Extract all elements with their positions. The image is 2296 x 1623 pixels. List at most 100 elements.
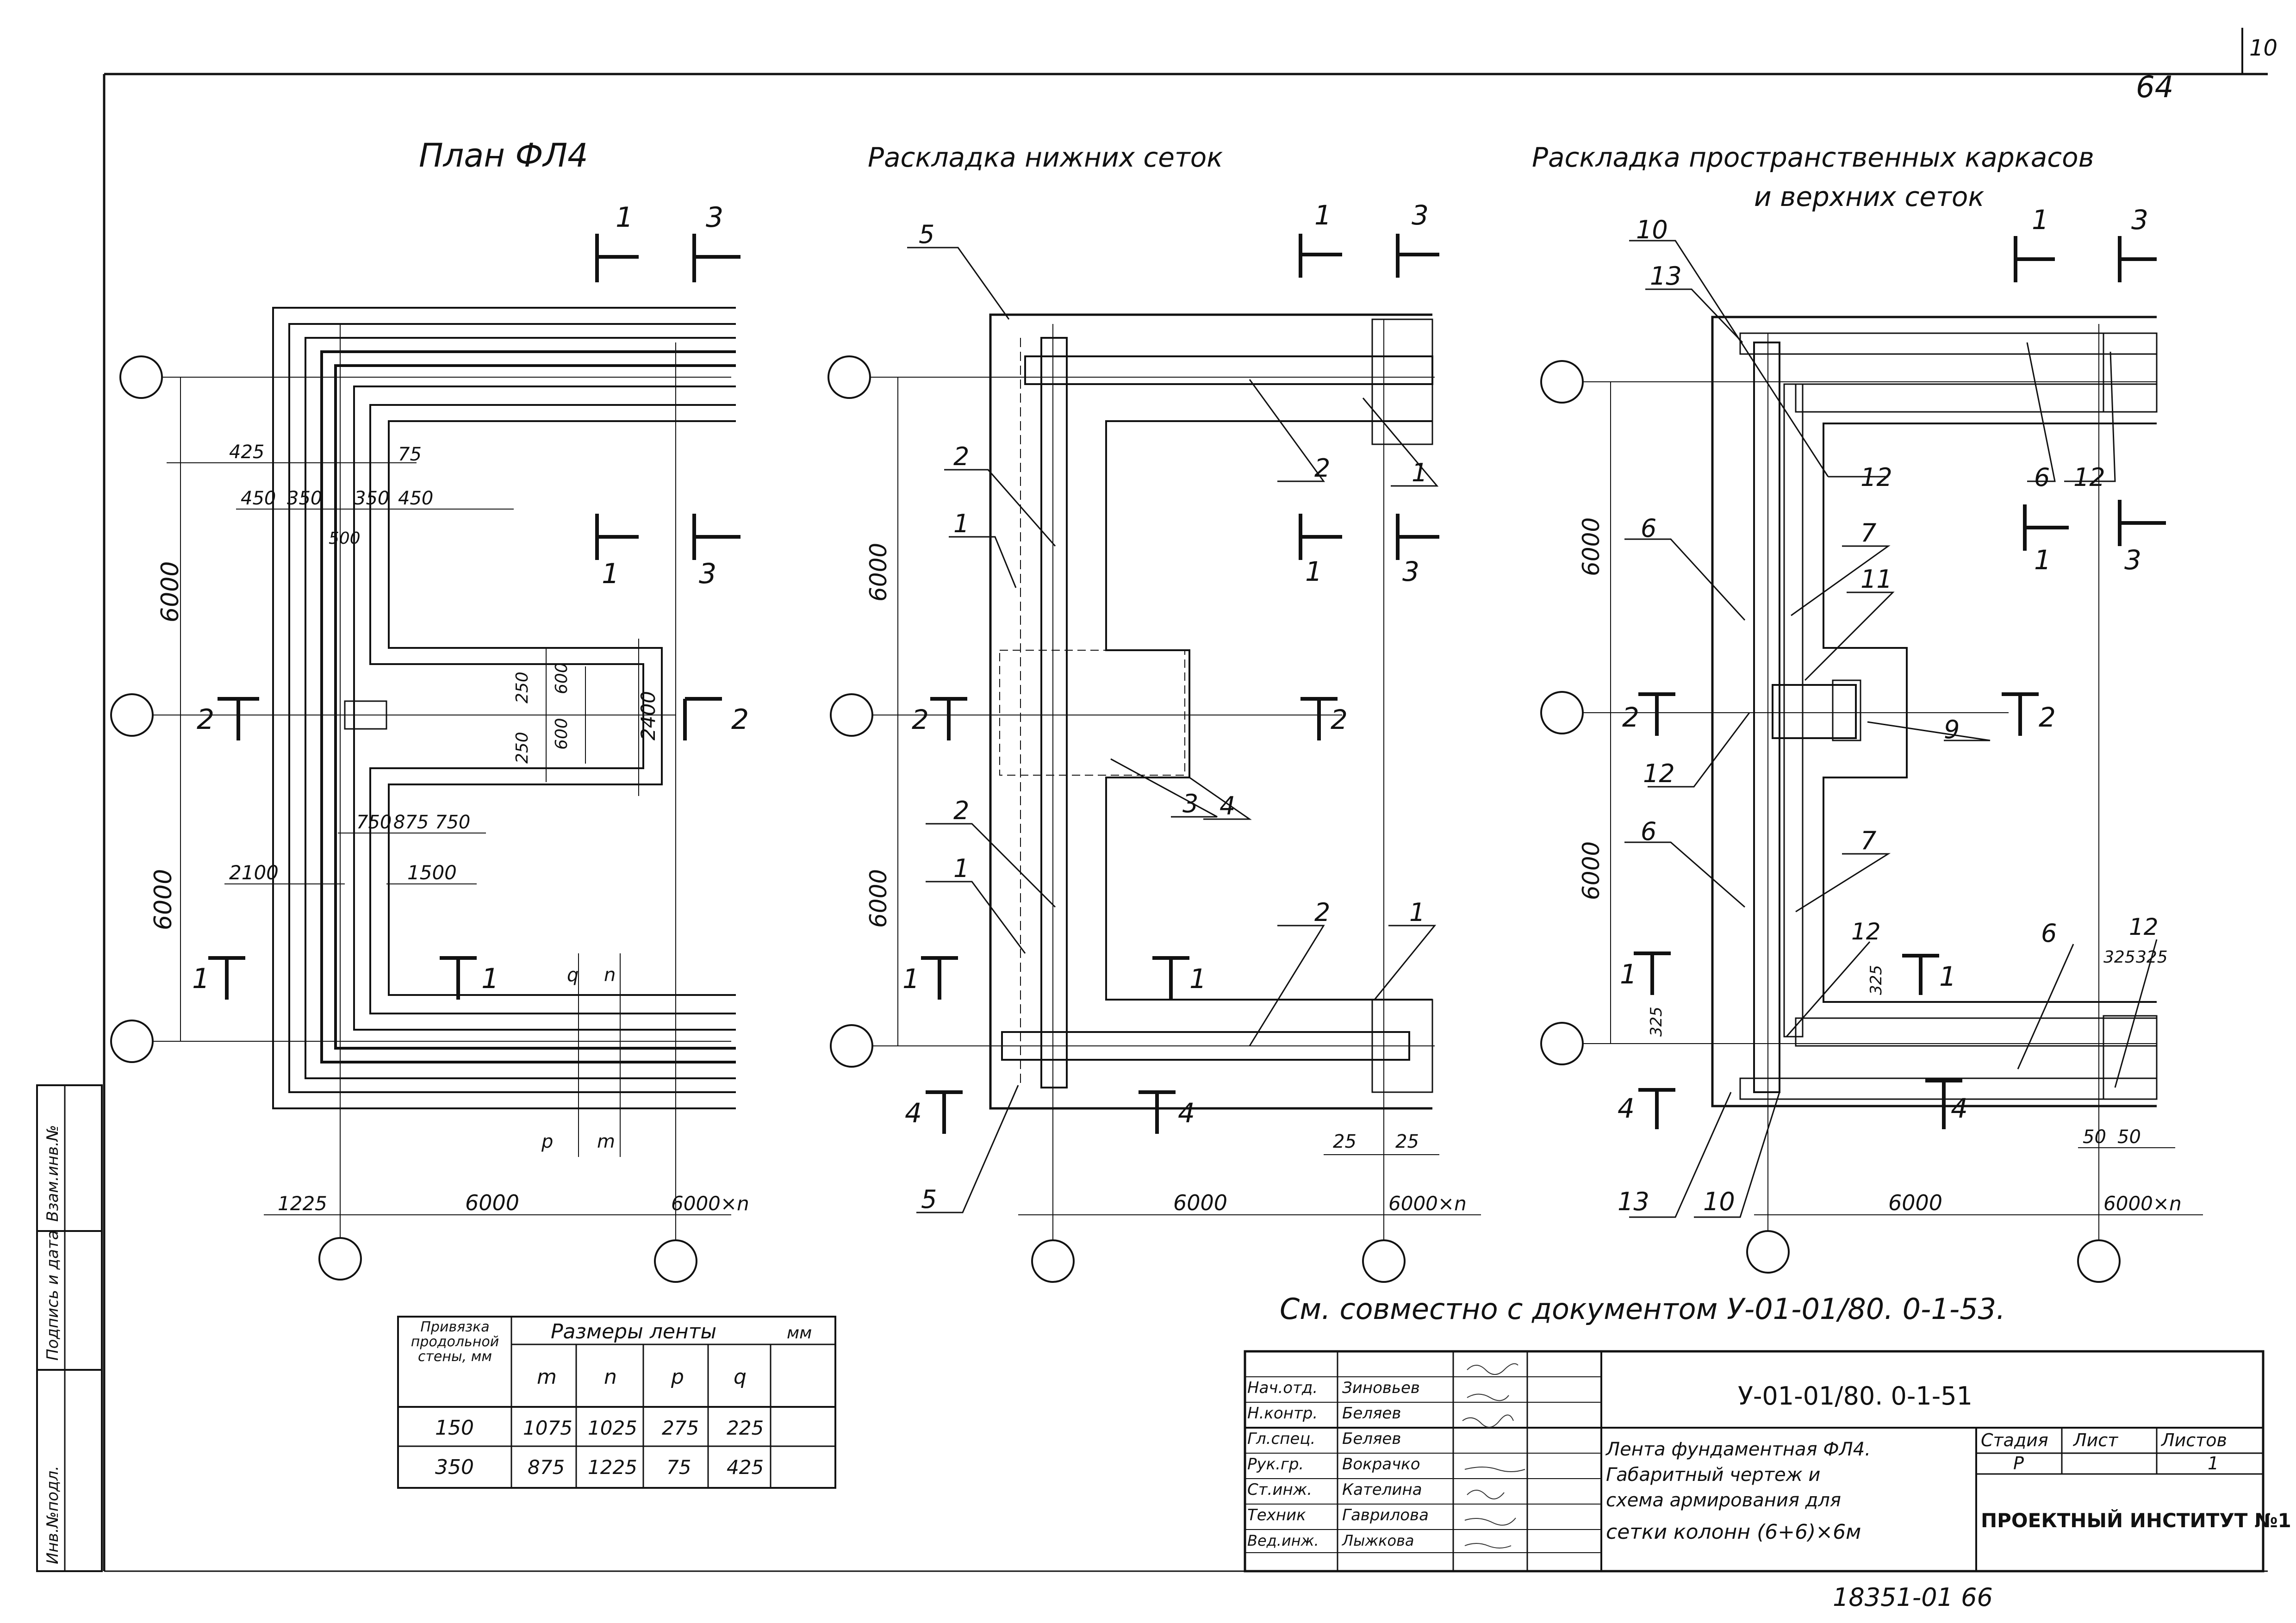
svg-text:3: 3: [2124, 544, 2141, 576]
spatial-title-line1: Раскладка пространственных каркасов: [1532, 142, 2094, 173]
description-line-4: сетки колонн (6+6)×6м: [1606, 1520, 1861, 1544]
svg-text:2: 2: [2039, 702, 2056, 733]
svg-text:6000: 6000: [865, 543, 892, 602]
svg-text:13: 13: [1618, 1187, 1649, 1216]
svg-text:1: 1: [1939, 961, 1956, 992]
svg-text:6000: 6000: [1578, 841, 1605, 900]
svg-text:2: 2: [731, 703, 749, 736]
svg-text:3: 3: [706, 201, 723, 234]
svg-text:250: 250: [513, 732, 532, 764]
axis-bubble: [318, 1237, 362, 1281]
svg-text:225: 225: [727, 1417, 764, 1439]
svg-text:7: 7: [1860, 826, 1876, 855]
svg-text:7: 7: [1860, 518, 1876, 547]
signature-marks: [1462, 1363, 1525, 1548]
svg-text:12: 12: [1643, 759, 1675, 788]
svg-text:1: 1: [1620, 958, 1637, 990]
plan-section-labels: 1 3 1 3 2 2 1 1: [192, 201, 749, 995]
svg-text:750: 750: [356, 812, 392, 833]
svg-text:n: n: [604, 964, 616, 986]
svg-text:Беляев: Беляев: [1342, 1430, 1401, 1448]
svg-text:5: 5: [921, 1185, 937, 1214]
svg-text:1: 1: [2208, 1453, 2219, 1474]
svg-text:11: 11: [1860, 565, 1892, 594]
svg-text:2: 2: [1314, 898, 1330, 927]
svg-text:50: 50: [2083, 1126, 2106, 1148]
plan-title: План ФЛ4: [419, 137, 588, 174]
svg-text:1: 1: [602, 558, 619, 590]
page-number: 64: [2136, 70, 2173, 105]
svg-text:1225: 1225: [278, 1192, 327, 1215]
svg-text:Гл.спец.: Гл.спец.: [1247, 1430, 1315, 1448]
svg-text:1225: 1225: [588, 1456, 637, 1479]
svg-text:10: 10: [1703, 1187, 1735, 1216]
spatial-callouts: 10 13 12 6 12 6 7 11 9 12 6 7 12 6 12 13…: [1618, 215, 2159, 1216]
axis-bubble: [119, 355, 163, 399]
bottom-mesh-callouts: 5 2 1 2 1 3 4 2 1 2 1 5: [919, 220, 1427, 1214]
svg-text:4: 4: [1951, 1093, 1968, 1124]
svg-text:25: 25: [1333, 1131, 1356, 1152]
svg-text:6: 6: [1641, 817, 1656, 846]
stamp-replace-inv: Взам.инв.№: [44, 1125, 62, 1222]
svg-text:12: 12: [1860, 463, 1892, 492]
svg-text:2: 2: [953, 796, 969, 825]
svg-text:Рук.гр.: Рук.гр.: [1247, 1455, 1304, 1474]
svg-text:4: 4: [905, 1097, 922, 1129]
svg-text:Вокрачко: Вокрачко: [1342, 1455, 1420, 1474]
svg-text:Ст.инж.: Ст.инж.: [1247, 1480, 1312, 1499]
description-line-1: Лента фундаментная ФЛ4.: [1605, 1439, 1871, 1460]
svg-text:Зиновьев: Зиновьев: [1342, 1379, 1420, 1397]
svg-text:1025: 1025: [588, 1417, 637, 1439]
svg-text:6000: 6000: [156, 561, 184, 622]
svg-text:10: 10: [1636, 215, 1668, 244]
svg-text:6000: 6000: [1578, 517, 1605, 576]
svg-text:4: 4: [1220, 791, 1235, 821]
svg-text:2: 2: [1622, 702, 1639, 733]
svg-text:150: 150: [435, 1416, 474, 1440]
svg-text:Лыжкова: Лыжкова: [1342, 1532, 1414, 1549]
side-stamp: Взам.инв.№ Подпись и дата Инв.№подл.: [36, 1084, 103, 1572]
svg-text:1: 1: [953, 854, 969, 883]
dimension-table: Привязка продольной стены, мм Размеры ле…: [397, 1316, 836, 1489]
svg-text:Лист: Лист: [2072, 1430, 2119, 1450]
svg-text:1: 1: [2032, 204, 2049, 236]
spatial-title-line2: и верхних сеток: [1754, 181, 1984, 212]
bottom-mesh-title: Раскладка нижних сеток: [868, 142, 1223, 173]
plan-view: План ФЛ4 425 75 450 350 350: [110, 137, 749, 1283]
svg-text:350: 350: [287, 488, 322, 509]
svg-text:325: 325: [1647, 1007, 1666, 1037]
svg-text:13: 13: [1650, 261, 1682, 291]
svg-text:425: 425: [727, 1456, 764, 1479]
table-col-binding-header: Привязка продольной стены, мм: [411, 1320, 499, 1365]
archive-number: 18351-01 66: [1833, 1583, 1993, 1612]
svg-text:2400: 2400: [637, 691, 660, 740]
svg-text:5: 5: [919, 220, 934, 249]
axis-bubble: [110, 693, 154, 737]
roles-list: Нач.отд. Зиновьев Н.контр. Беляев Гл.спе…: [1247, 1379, 1429, 1549]
svg-text:3: 3: [699, 558, 716, 590]
stamp-signature-date: Подпись и дата: [44, 1230, 62, 1361]
svg-text:3: 3: [1412, 199, 1429, 231]
table-unit: мм: [787, 1324, 812, 1343]
svg-text:350: 350: [435, 1455, 474, 1479]
svg-text:750: 750: [435, 812, 470, 833]
svg-text:q: q: [734, 1365, 747, 1389]
svg-text:4: 4: [1618, 1093, 1635, 1124]
svg-text:6: 6: [2034, 463, 2050, 492]
svg-text:600: 600: [552, 718, 571, 750]
svg-text:Листов: Листов: [2160, 1430, 2227, 1450]
svg-text:325: 325: [2103, 948, 2135, 967]
svg-text:250: 250: [513, 672, 532, 703]
axis-bubble: [654, 1239, 697, 1283]
svg-text:12: 12: [2129, 914, 2159, 940]
svg-text:6000: 6000: [149, 869, 177, 930]
svg-text:75: 75: [666, 1456, 691, 1479]
svg-text:2: 2: [953, 442, 969, 471]
table-group-header: Размеры ленты: [551, 1320, 716, 1343]
svg-text:Гаврилова: Гаврилова: [1342, 1506, 1429, 1524]
table-row: 150 1075 1025 275 225: [435, 1416, 764, 1440]
svg-text:1: 1: [616, 201, 633, 234]
svg-text:1: 1: [1305, 556, 1322, 587]
bottom-mesh-section-labels: 1 3 1 3 2 2 1 1 4 4: [902, 199, 1429, 1129]
